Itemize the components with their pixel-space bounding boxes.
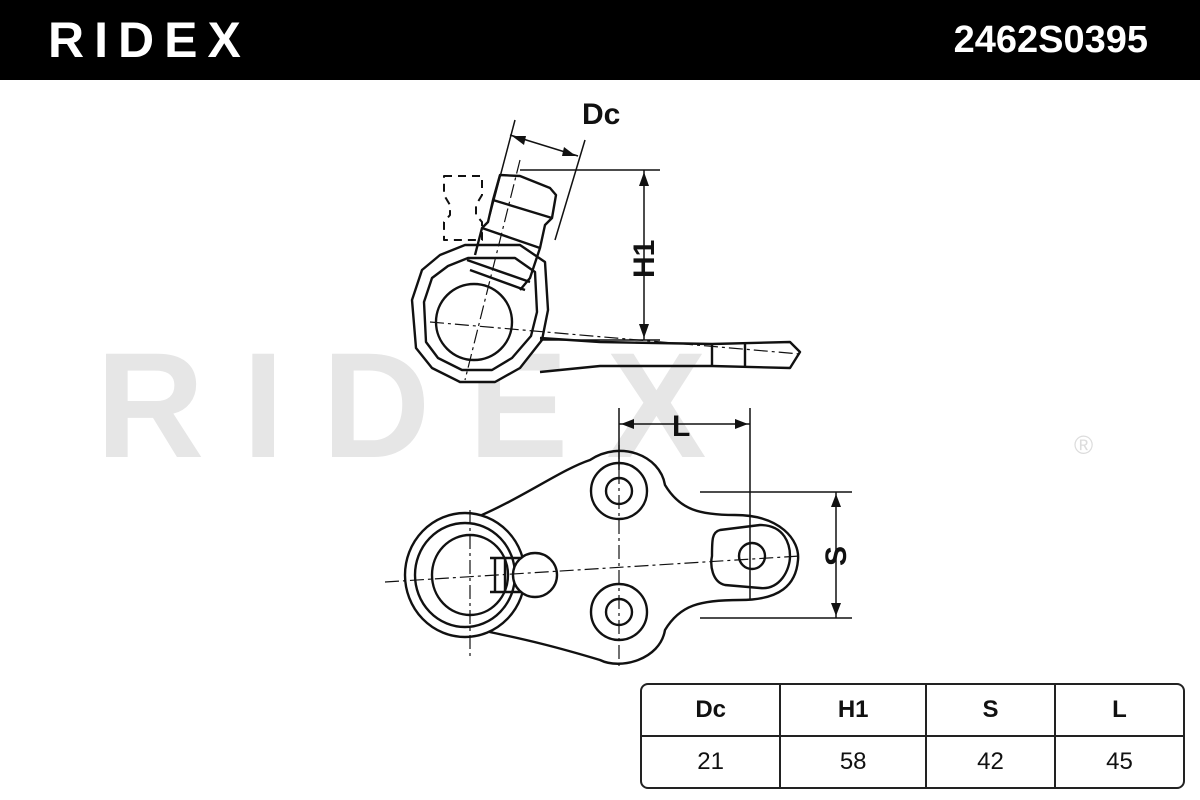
spec-value-dc: 21 xyxy=(697,748,724,775)
spec-header-s: S xyxy=(925,685,1054,737)
part-number: 2462S0395 xyxy=(953,19,1148,61)
spec-value-row: 21 58 42 45 xyxy=(642,737,1183,787)
watermark: RIDEX xyxy=(96,321,745,489)
watermark-registered-mark: ® xyxy=(1074,430,1094,460)
technical-drawing: Dc H1 L S xyxy=(384,98,853,670)
spec-header-h1: H1 xyxy=(779,685,926,737)
spec-value-l: 45 xyxy=(1054,737,1183,787)
spec-header-row: Dc H1 S L xyxy=(642,685,1183,737)
spec-table: Dc H1 S L 21 58 42 45 xyxy=(640,683,1185,789)
header-bar: RIDEX 2462S0395 xyxy=(0,0,1200,80)
spec-value-h1: 58 xyxy=(779,737,925,787)
label-h1: H1 xyxy=(628,240,661,278)
spec-header-l: L xyxy=(1054,685,1183,737)
label-l: L xyxy=(672,410,690,443)
spec-header-dc: Dc xyxy=(642,685,780,737)
spec-value-s: 42 xyxy=(925,737,1054,787)
label-dc: Dc xyxy=(582,98,620,131)
label-s: S xyxy=(820,546,853,566)
brand-logo: RIDEX xyxy=(48,12,251,68)
side-view xyxy=(410,119,802,384)
plan-view xyxy=(384,408,852,670)
